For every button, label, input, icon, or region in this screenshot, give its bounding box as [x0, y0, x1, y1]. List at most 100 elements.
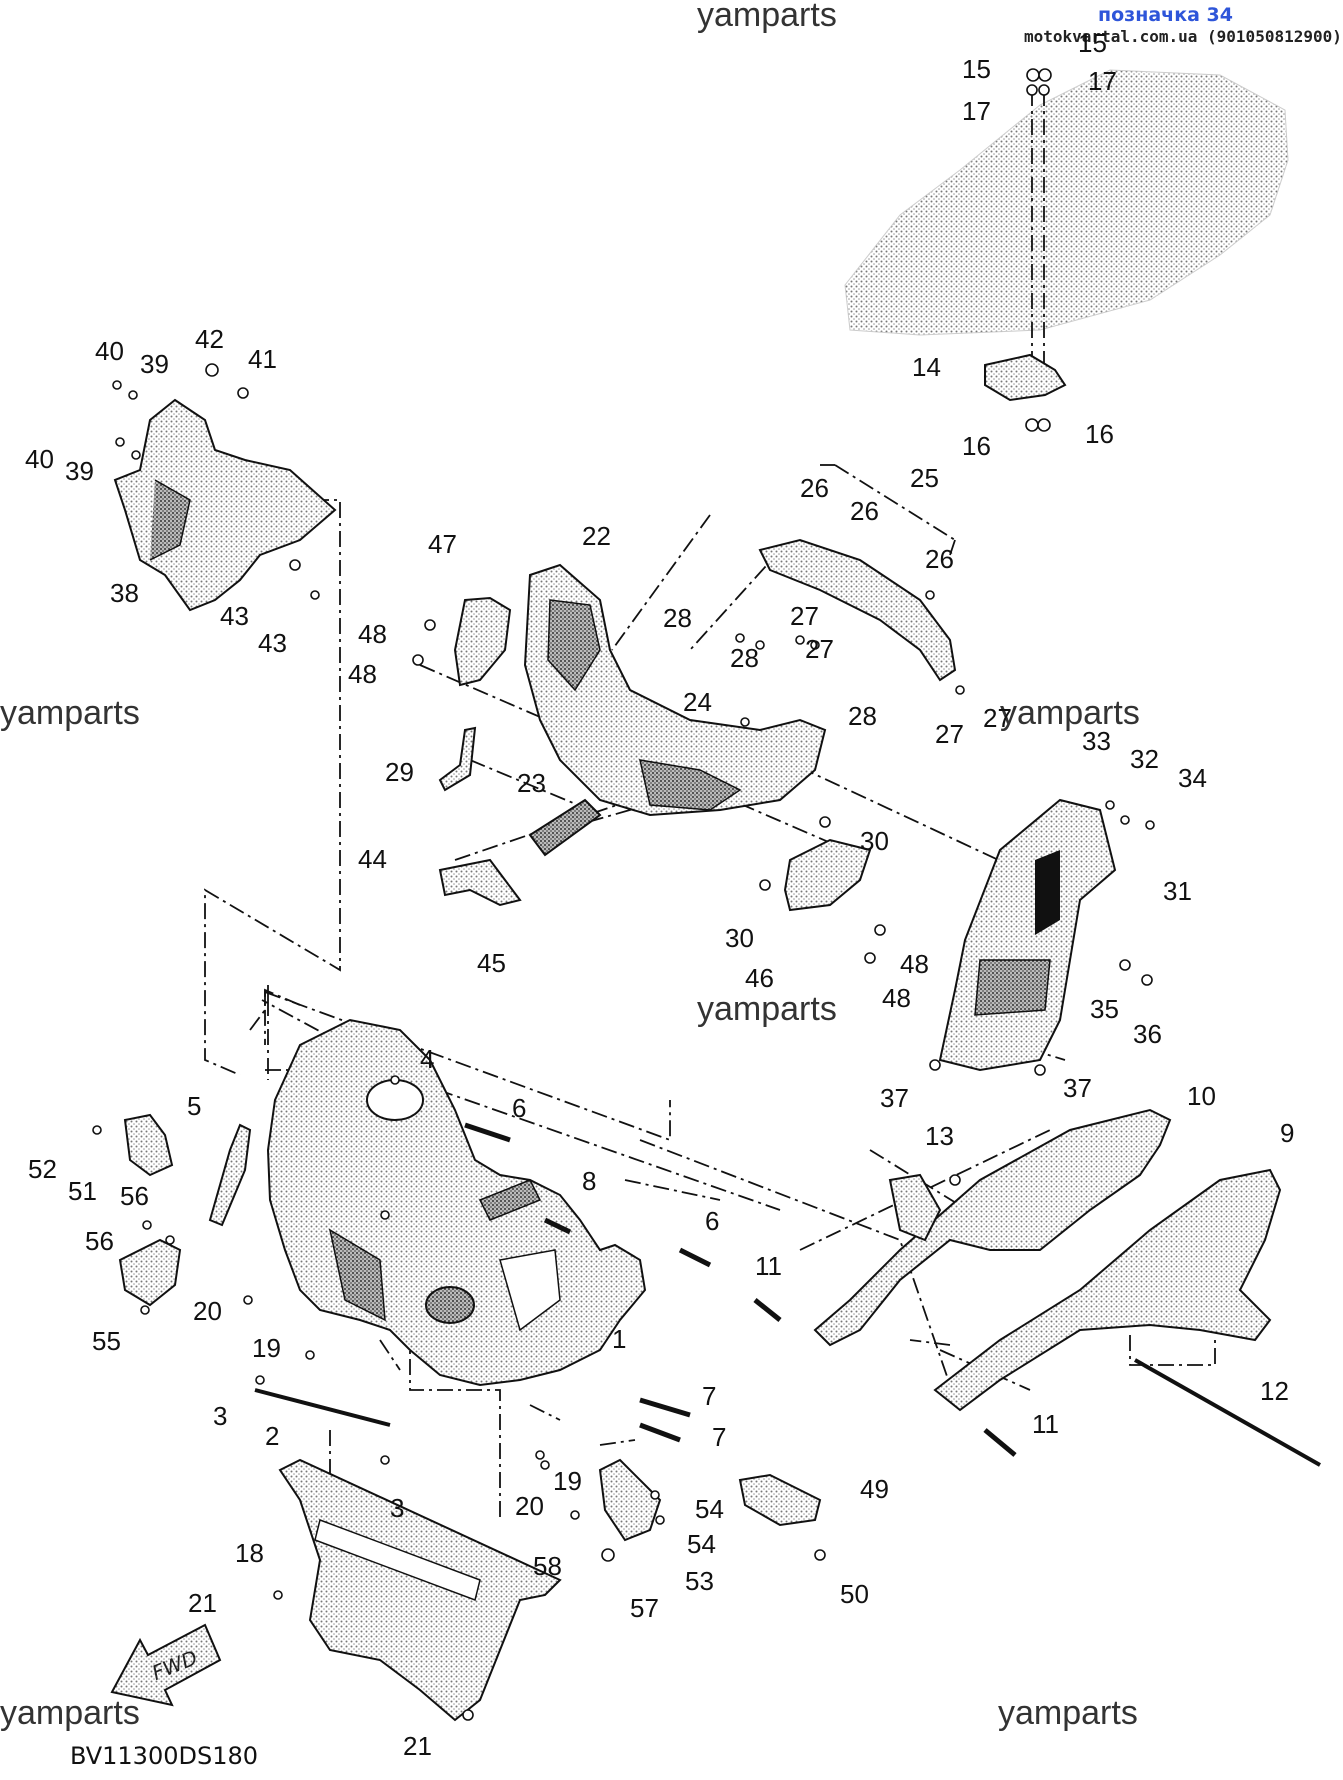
callout-39: 39: [65, 456, 94, 486]
callout-3: 3: [390, 1493, 404, 1523]
callout-labels: 1 2 3 3 4 5 6 6 7 7 8 9 10 11 11 12 13 1…: [25, 28, 1294, 1761]
bolt-11-upper: [753, 1298, 782, 1322]
bracket-14: [984, 353, 1067, 402]
bolt-11-lower: [983, 1428, 1017, 1457]
diagram-reference-title: позначка 34: [1098, 4, 1233, 26]
callout-50: 50: [840, 1579, 869, 1609]
callout-40: 40: [95, 336, 124, 366]
bracket-46: [783, 838, 872, 912]
callout-47: 47: [428, 529, 457, 559]
callout-15: 15: [962, 54, 991, 84]
crossmember-18: [278, 1458, 562, 1722]
bolt-7-lower: [639, 1422, 681, 1443]
callout-54: 54: [695, 1494, 724, 1524]
callout-48: 48: [900, 949, 929, 979]
callout-1: 1: [612, 1324, 626, 1354]
bolt-8: [543, 1217, 572, 1235]
callout-57: 57: [630, 1593, 659, 1623]
bar-25: [758, 538, 957, 682]
callout-41: 41: [248, 344, 277, 374]
callout-35: 35: [1090, 994, 1119, 1024]
shaft-2: [254, 1388, 391, 1427]
callout-33: 33: [1082, 726, 1111, 756]
bolt-12: [1134, 1358, 1321, 1467]
callout-46: 46: [745, 963, 774, 993]
callout-56: 56: [120, 1181, 149, 1211]
fwd-arrow: FWD: [110, 1623, 222, 1707]
callout-28: 28: [848, 701, 877, 731]
callout-21: 21: [403, 1731, 432, 1761]
callout-8: 8: [582, 1166, 596, 1196]
bolt-7-upper: [639, 1397, 691, 1418]
callout-30: 30: [860, 826, 889, 856]
callout-26: 26: [925, 544, 954, 574]
callout-25: 25: [910, 463, 939, 493]
callout-7: 7: [712, 1422, 726, 1452]
callout-53: 53: [685, 1566, 714, 1596]
callout-29: 29: [385, 757, 414, 787]
callout-16: 16: [1085, 419, 1114, 449]
callout-55: 55: [92, 1326, 121, 1356]
callout-16: 16: [962, 431, 991, 461]
bracket-29: [438, 726, 477, 792]
callout-37: 37: [880, 1083, 909, 1113]
callout-17: 17: [1088, 66, 1117, 96]
callout-22: 22: [582, 521, 611, 551]
watermark-bottom-left: yamparts: [0, 1694, 140, 1732]
watermark-bottom-right: yamparts: [998, 1694, 1138, 1732]
bolt-6-lower: [678, 1247, 712, 1268]
callout-54: 54: [687, 1529, 716, 1559]
fuel-tank-shadow: [844, 69, 1289, 336]
callout-7: 7: [702, 1381, 716, 1411]
callout-15: 15: [1078, 28, 1107, 58]
bolt-6-upper: [464, 1122, 511, 1143]
callout-14: 14: [912, 352, 941, 382]
callout-44: 44: [358, 844, 387, 874]
watermark-left: yamparts: [0, 694, 140, 732]
callout-21: 21: [188, 1588, 217, 1618]
watermark-top: yamparts: [697, 0, 837, 34]
mount-23: [528, 798, 602, 857]
callout-11: 11: [1032, 1409, 1059, 1439]
diagram-code: BV11300DS180: [70, 1742, 259, 1770]
callout-11: 11: [755, 1251, 782, 1281]
callout-19: 19: [252, 1333, 281, 1363]
callout-48: 48: [882, 983, 911, 1013]
callout-18: 18: [235, 1538, 264, 1568]
bracket-49: [738, 1473, 822, 1527]
callout-20: 20: [515, 1491, 544, 1521]
callout-6: 6: [705, 1206, 719, 1236]
callout-27: 27: [790, 601, 819, 631]
callout-38: 38: [110, 578, 139, 608]
bracket-44: [438, 858, 522, 907]
swingarm-9: [933, 1168, 1282, 1412]
callout-45: 45: [477, 948, 506, 978]
callout-48: 48: [348, 659, 377, 689]
callout-26: 26: [800, 473, 829, 503]
callout-30: 30: [725, 923, 754, 953]
callout-37: 37: [1063, 1073, 1092, 1103]
callout-20: 20: [193, 1296, 222, 1326]
main-frame-1: [266, 1018, 647, 1387]
callout-13: 13: [925, 1121, 954, 1151]
bracket-51: [123, 1113, 174, 1177]
callout-42: 42: [195, 324, 224, 354]
watermark-right: yamparts: [1000, 694, 1140, 732]
callout-39: 39: [140, 349, 169, 379]
subframe-22: [523, 563, 827, 817]
callout-32: 32: [1130, 744, 1159, 774]
callout-9: 9: [1280, 1118, 1294, 1148]
callout-49: 49: [860, 1474, 889, 1504]
source-site-label: motokvartal.com.ua (901050812900): [1024, 27, 1342, 46]
callout-43: 43: [220, 601, 249, 631]
callout-48: 48: [358, 619, 387, 649]
callout-4: 4: [420, 1044, 434, 1074]
callout-34: 34: [1178, 763, 1207, 793]
callout-56: 56: [85, 1226, 114, 1256]
callout-36: 36: [1133, 1019, 1162, 1049]
callout-27: 27: [983, 703, 1012, 733]
watermark-center: yamparts: [697, 990, 837, 1028]
callout-5: 5: [187, 1091, 201, 1121]
callout-27: 27: [805, 634, 834, 664]
